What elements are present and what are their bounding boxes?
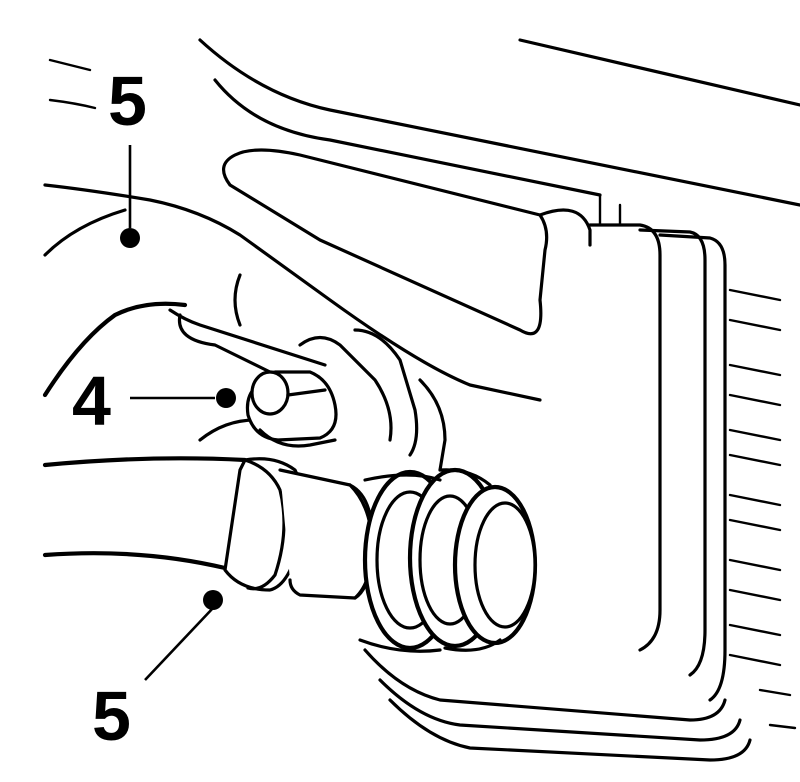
- bleed-fitting: [245, 370, 338, 448]
- lower-hose: [42, 456, 538, 653]
- callout-bottom-label: 5: [92, 677, 131, 755]
- callout-middle-dot: [216, 388, 236, 408]
- callout-top-label: 5: [108, 62, 147, 140]
- callout-bottom: 5: [92, 590, 223, 755]
- callout-middle-label: 4: [72, 362, 111, 440]
- callout-top-dot: [120, 228, 140, 248]
- callout-middle: 4: [72, 362, 236, 440]
- callout-bottom-dot: [203, 590, 223, 610]
- housing-body: [43, 38, 800, 762]
- callout-top: 5: [43, 62, 147, 257]
